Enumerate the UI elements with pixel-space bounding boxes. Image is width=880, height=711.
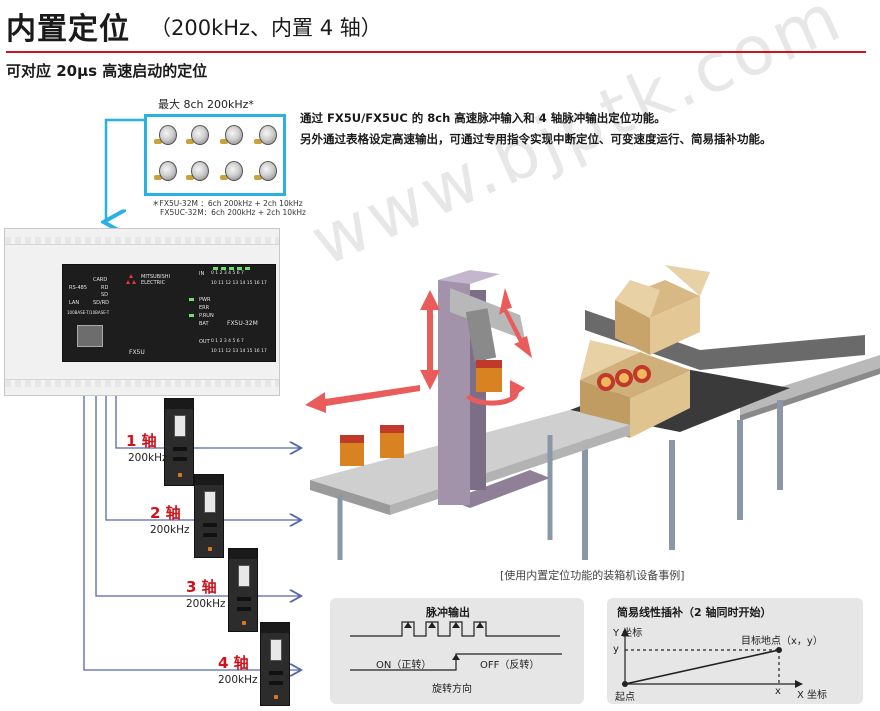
plc-sdrd: SD/RD xyxy=(93,300,110,306)
plc-series: FX5U xyxy=(129,349,145,356)
encoder-icon xyxy=(220,161,243,183)
plc-front-panel: RS-485 CARD RD SD LAN SD/RD 100BASE-T/10… xyxy=(62,264,276,362)
encoder-input-label: 最大 8ch 200kHz* xyxy=(158,98,254,111)
axis-2-freq: 200kHz xyxy=(150,524,190,536)
encoder-footnote-line-2: FX5UC-32M：6ch 200kHz + 2ch 10kHz xyxy=(160,208,306,217)
servo-amplifier-4 xyxy=(260,622,290,706)
pulse-off-label: OFF（反转） xyxy=(480,660,540,671)
page-subtitle: 可对应 20μs 高速启动的定位 xyxy=(6,62,208,80)
interp-origin-label: 起点 xyxy=(615,692,635,703)
plc-status-bat: BAT xyxy=(199,321,209,327)
plc-rd: RD xyxy=(101,285,109,291)
encoder-icon xyxy=(186,161,209,183)
page-title-sub: （200kHz、内置 4 轴） xyxy=(150,16,382,40)
encoder-icon xyxy=(254,161,277,183)
encoder-icon xyxy=(186,125,209,147)
pulse-panel-title: 脉冲输出 xyxy=(426,606,470,619)
plc-status-pwr: PWR xyxy=(199,297,211,303)
axis-4-freq: 200kHz xyxy=(218,674,258,686)
packing-machine-illustration xyxy=(305,265,880,560)
plc-in-label: IN xyxy=(199,271,205,277)
servo-amplifier-1 xyxy=(164,398,194,486)
axis-3-label: 3 轴 xyxy=(186,578,217,596)
intro-line-1: 通过 FX5U/FX5UC 的 8ch 高速脉冲输入和 4 轴脉冲输出定位功能。 xyxy=(300,111,666,125)
plc-out-label: OUT xyxy=(199,339,210,345)
encoder-icon xyxy=(154,161,177,183)
axis-4-label: 4 轴 xyxy=(218,654,249,672)
encoder-footnote: ＊FX5U-32M ：6ch 200kHz + 2ch 10kHz FX5UC-… xyxy=(152,199,306,217)
plc-terminal-top xyxy=(5,237,279,245)
plc-sd: SD xyxy=(101,292,109,298)
photo-caption: [使用内置定位功能的装箱机设备事例] xyxy=(500,569,685,582)
page-title: 内置定位 xyxy=(6,12,130,47)
plc-in-nums-2: 10 11 12 13 14 15 16 17 xyxy=(211,281,267,286)
plc-brand: MITSUBISHI ELECTRIC xyxy=(141,274,170,286)
plc-model: FX5U-32M xyxy=(227,320,258,327)
pulse-output-panel: 脉冲输出 ON（正转） OFF（反转） 旋转方向 xyxy=(330,598,584,704)
interpolation-graph xyxy=(621,628,803,688)
axis-1-freq: 200kHz xyxy=(128,452,168,464)
servo-amplifier-3 xyxy=(228,548,258,632)
plc-in-nums: 0 1 2 3 4 5 6 7 xyxy=(211,271,244,276)
encoder-icon xyxy=(154,125,177,147)
axis-1-label: 1 轴 xyxy=(126,432,157,450)
interp-y-axis-label: Y 坐标 xyxy=(613,628,643,639)
encoder-icon xyxy=(254,125,277,147)
axis-2-label: 2 轴 xyxy=(150,504,181,522)
interpolation-panel: 简易线性插补（2 轴同时开始） Y 坐标 目标地点（x，y） y x X 坐标 … xyxy=(607,598,863,704)
pulse-waveform xyxy=(350,621,562,671)
interp-target-label: 目标地点（x，y） xyxy=(741,636,823,647)
encoder-icon xyxy=(220,125,243,147)
interp-y-mark: y xyxy=(613,644,619,655)
mitsubishi-logo-icon xyxy=(123,273,139,289)
encoder-group xyxy=(144,114,286,196)
plc-lan: LAN xyxy=(69,300,80,306)
title-divider xyxy=(6,51,866,53)
plc-card: CARD xyxy=(93,277,108,283)
servo-amplifier-2 xyxy=(194,474,224,558)
axis-3-freq: 200kHz xyxy=(186,598,226,610)
plc-status-prun: P.RUN xyxy=(199,313,214,319)
intro-line-2: 另外通过表格设定高速输出，可通过专用指令实现中断定位、可变速度运行、简易插补功能… xyxy=(300,132,772,146)
plc-terminal-bottom xyxy=(5,379,279,387)
encoder-footnote-line-1: ＊FX5U-32M ：6ch 200kHz + 2ch 10kHz xyxy=(152,199,303,208)
plc-port-rs485: RS-485 xyxy=(69,285,87,291)
interp-x-mark: x xyxy=(775,686,781,697)
interp-x-axis-label: X 坐标 xyxy=(797,690,828,701)
interp-panel-title: 简易线性插补（2 轴同时开始） xyxy=(617,606,772,619)
ethernet-port-icon xyxy=(77,325,103,347)
plc-out-nums-2: 10 11 12 13 14 15 16 17 xyxy=(211,349,267,354)
pulse-direction-label: 旋转方向 xyxy=(432,684,472,695)
pulse-on-label: ON（正转） xyxy=(376,660,432,671)
plc-out-nums: 0 1 2 3 4 5 6 7 xyxy=(211,339,244,344)
plc-status-err: ERR xyxy=(199,305,210,311)
plc-eth: 100BASE-T/10BASE-T xyxy=(67,310,110,315)
